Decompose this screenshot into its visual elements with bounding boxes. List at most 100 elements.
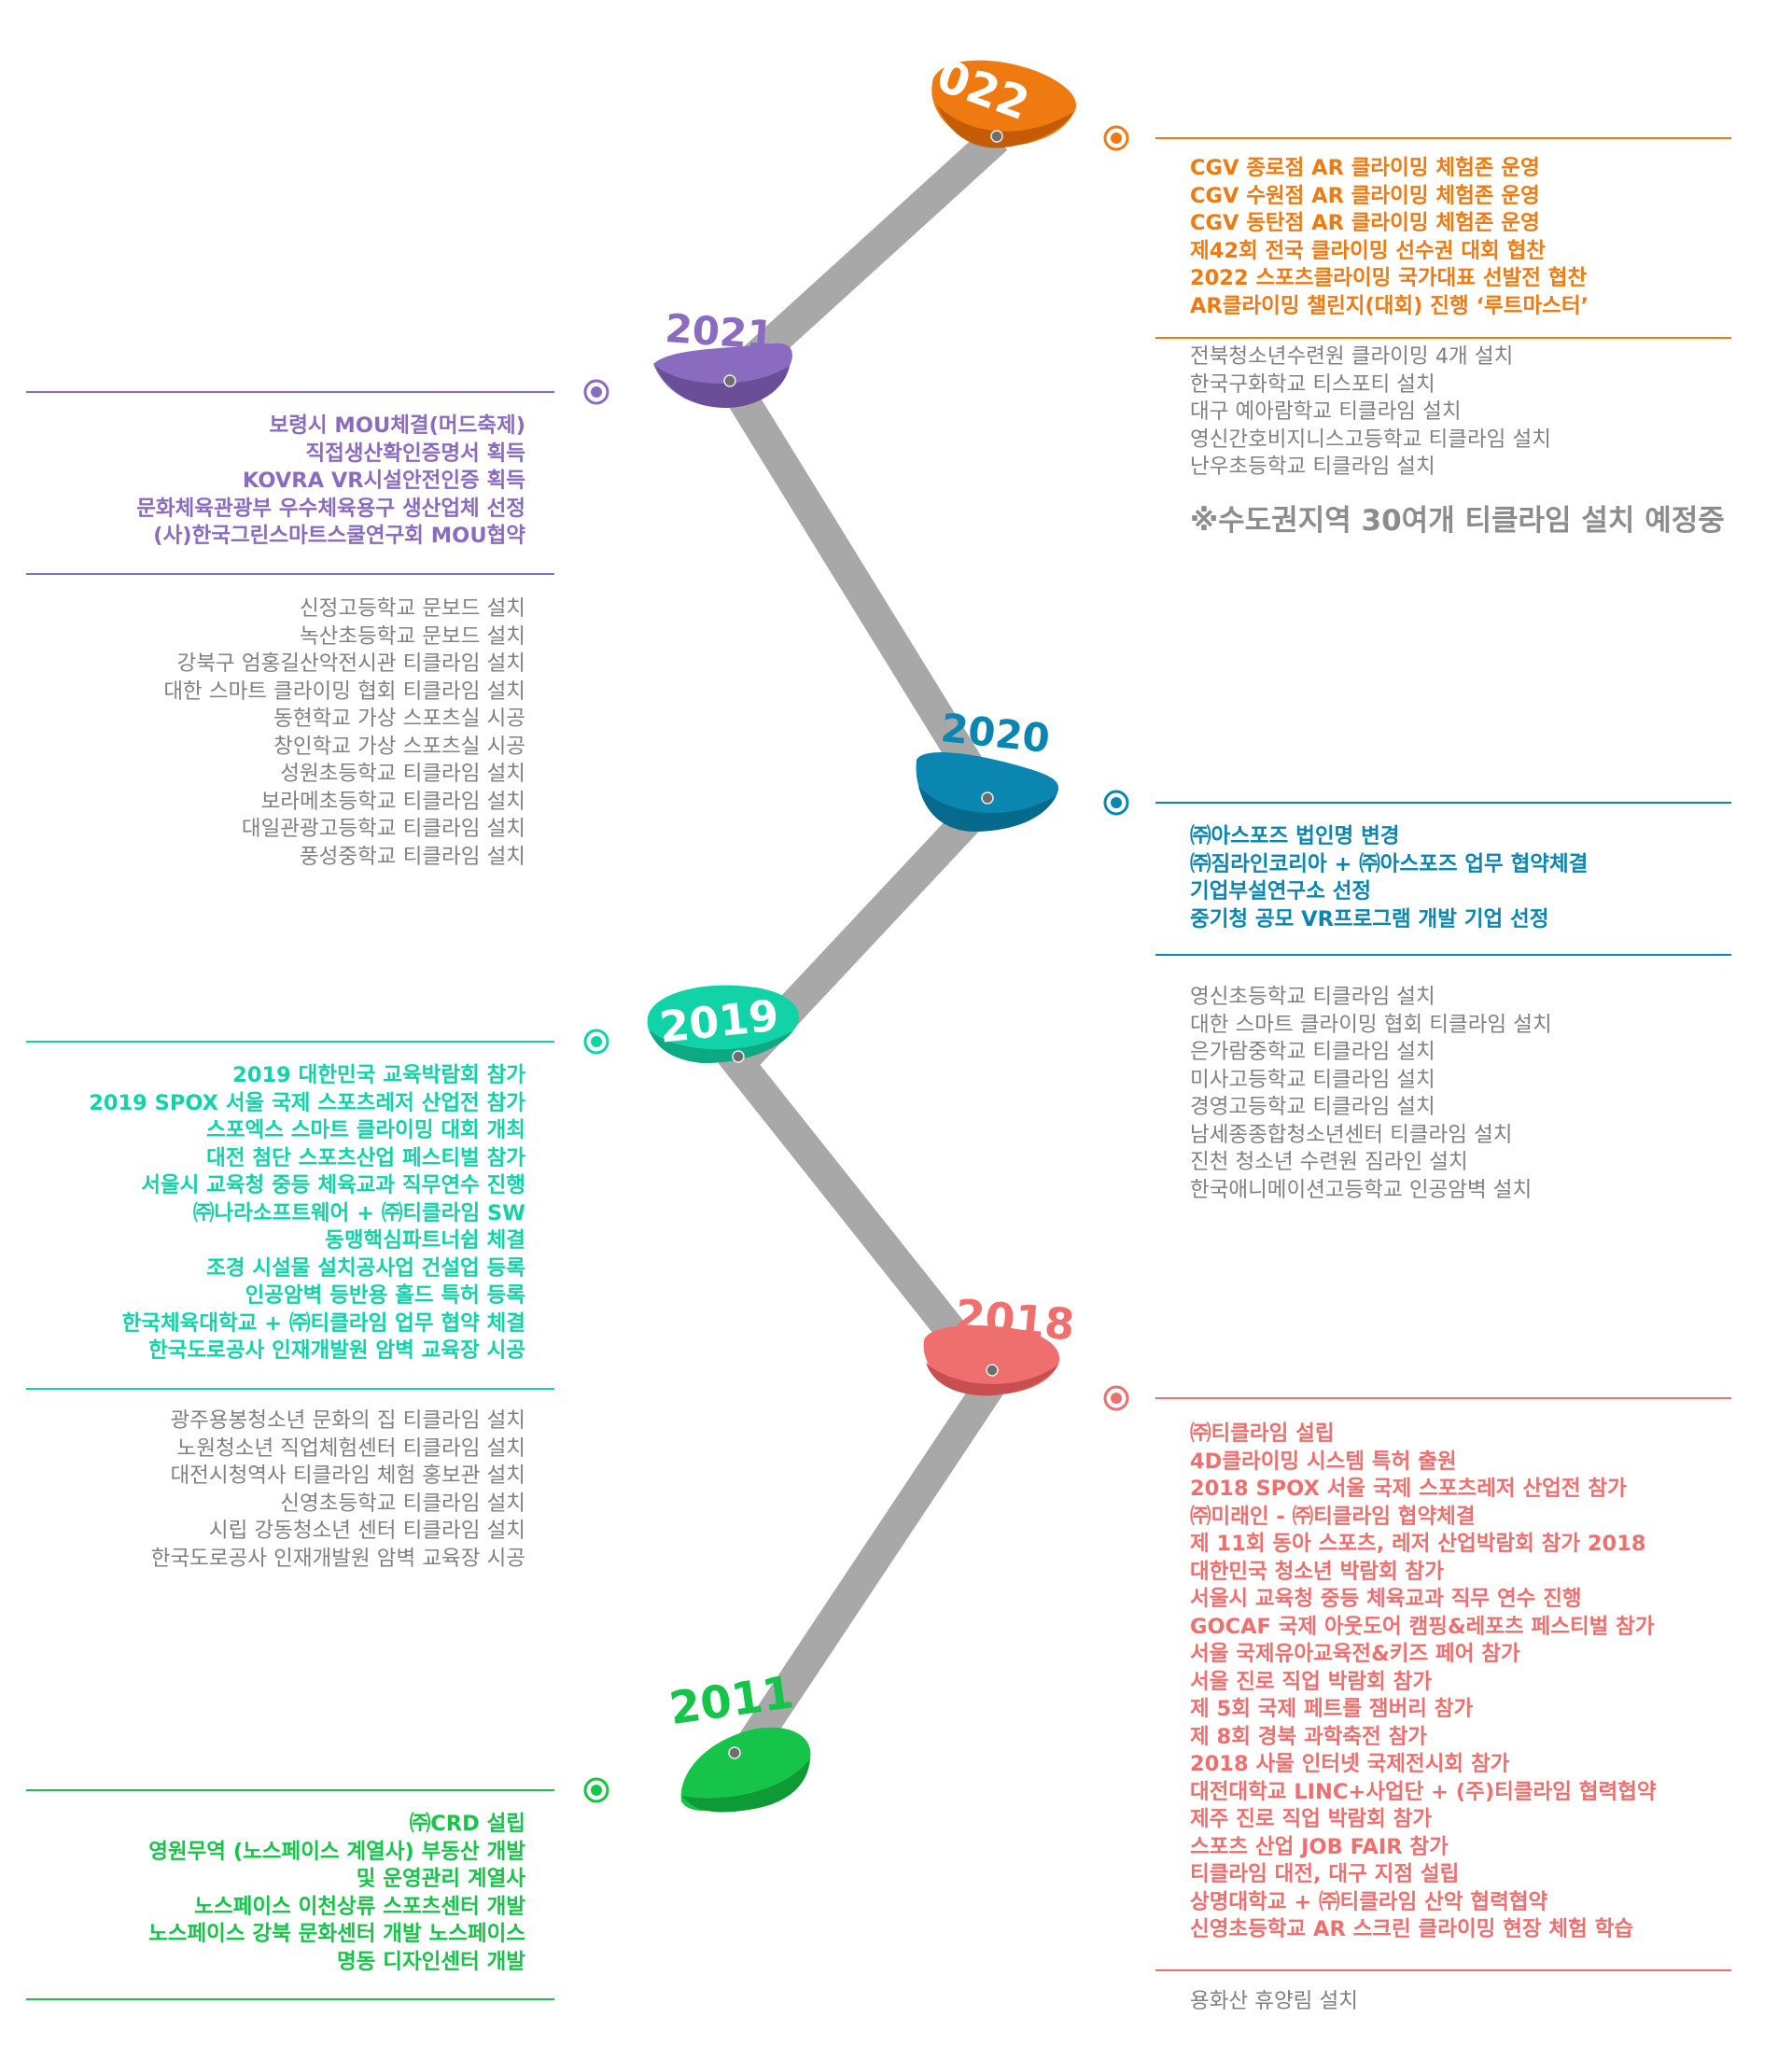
hold-2019 bbox=[647, 985, 800, 1064]
timeline-entry: 한국구화학교 티스포티 설치 bbox=[1190, 371, 1435, 397]
year-label-2018: 2018 bbox=[953, 1290, 1076, 1351]
hold-2020 bbox=[916, 752, 1059, 833]
timeline-entry: 한국도로공사 인재개발원 암벽 교육장 시공 bbox=[148, 1338, 525, 1363]
timeline-entry: 창인학교 가상 스포츠실 시공 bbox=[273, 734, 525, 759]
y2022-highlights: CGV 종로점 AR 클라이밍 체험존 운영 CGV 수원점 AR 클라이밍 체험… bbox=[1190, 155, 1589, 320]
timeline-entry: ㈜CRD 설립 bbox=[409, 1812, 525, 1836]
timeline-entry: 동현학교 가상 스포츠실 시공 bbox=[273, 707, 525, 731]
y2018-installs: 용화산 휴양림 설치 bbox=[1190, 1988, 1358, 2016]
timeline-entry: 전북청소년수련원 클라이밍 4개 설치 bbox=[1190, 344, 1514, 369]
timeline-entry: 서울 진로 직업 박람회 참가 bbox=[1190, 1669, 1433, 1694]
hold-2018 bbox=[923, 1325, 1060, 1396]
timeline-entry: 신영초등학교 AR 스크린 클라이밍 현장 체험 학습 bbox=[1190, 1917, 1634, 1941]
y2018-highlights: ㈜티클라임 설립 4D클라이밍 시스템 특허 출원 2018 SPOX 서울 국제 … bbox=[1190, 1421, 1657, 1944]
timeline-entry: 성원초등학교 티클라임 설치 bbox=[280, 762, 525, 786]
hold-2022 bbox=[931, 60, 1077, 148]
y2019-highlights: 2019 대한민국 교육박람회 참가 2019 SPOX 서울 국제 스포츠레저 … bbox=[89, 1062, 525, 1366]
hold-2011 bbox=[680, 1727, 811, 1813]
timeline-entry: 광주용봉청소년 문화의 집 티클라임 설치 bbox=[170, 1408, 525, 1433]
timeline-entry: 스포엑스 스마트 클라이밍 대회 개최 bbox=[206, 1118, 525, 1142]
connector-2019 bbox=[26, 1029, 609, 1390]
timeline-entry: 노원청소년 직업체험센터 티클라임 설치 bbox=[176, 1436, 525, 1461]
year-label-2019: 2019 bbox=[657, 990, 781, 1053]
timeline-entry: 4D클라이밍 시스템 특허 출원 bbox=[1190, 1449, 1457, 1474]
timeline-entry: 난우초등학교 티클라임 설치 bbox=[1190, 455, 1435, 479]
timeline-entry: 상명대학교 + ㈜티클라임 산악 협력협약 bbox=[1190, 1889, 1548, 1914]
timeline-entry: 풍성중학교 티클라임 설치 bbox=[299, 844, 525, 869]
timeline-entry: 조경 시설물 설치공사업 건설업 등록 bbox=[206, 1255, 525, 1281]
timeline-entry: 대전시청역사 티클라임 체험 홍보관 설치 bbox=[170, 1464, 525, 1488]
timeline-entry: 미사고등학교 티클라임 설치 bbox=[1190, 1067, 1435, 1092]
timeline-entry: 제 11회 동아 스포츠, 레저 산업박람회 참가 2018 bbox=[1190, 1532, 1646, 1556]
connector-2021 bbox=[26, 379, 609, 575]
timeline-entry: ㈜티클라임 설립 bbox=[1190, 1422, 1335, 1446]
timeline-track bbox=[710, 126, 1013, 1779]
timeline-entry: 한국애니메이션고등학교 인공암벽 설치 bbox=[1190, 1177, 1533, 1202]
timeline-entry: 보라메초등학교 티클라임 설치 bbox=[260, 789, 525, 814]
timeline-entry: 직접생산확인증명서 획득 bbox=[305, 441, 525, 466]
timeline-entry: 제 5회 국제 페트롤 잼버리 참가 bbox=[1190, 1697, 1474, 1721]
timeline-entry: 용화산 휴양림 설치 bbox=[1190, 1989, 1358, 2013]
timeline-entry: 기업부설연구소 선정 bbox=[1190, 879, 1372, 903]
timeline-entry: 은가람중학교 티클라임 설치 bbox=[1190, 1040, 1435, 1064]
timeline-entry: 2018 SPOX 서울 국제 스포츠레저 산업전 참가 bbox=[1190, 1477, 1627, 1501]
timeline-entry: ㈜나라소프트웨어 + ㈜티클라임 SW bbox=[192, 1200, 525, 1226]
timeline-entry: 제주 진로 직업 박람회 참가 bbox=[1190, 1807, 1433, 1831]
timeline-entry: 2018 사물 인터넷 국제전시회 참가 bbox=[1190, 1752, 1510, 1776]
timeline-entry: 서울 국제유아교육전&키즈 페어 참가 bbox=[1190, 1642, 1520, 1666]
timeline-entry: 노스페이스 이천상류 스포츠센터 개발 bbox=[194, 1894, 525, 1919]
connector-2022 bbox=[1103, 125, 1731, 339]
timeline-entry: ㈜짐라인코리아 + ㈜아스포즈 업무 협약체결 bbox=[1190, 851, 1589, 876]
timeline-entry: 명동 디자인센터 개발 bbox=[337, 1949, 525, 1974]
timeline-entry: AR클라이밍 챌린지(대회) 진행 ‘루트마스터’ bbox=[1190, 293, 1589, 318]
timeline-entry: 영신간호비지니스고등학교 티클라임 설치 bbox=[1190, 427, 1551, 452]
timeline-entry: (사)한국그린스마트스쿨연구회 MOU협약 bbox=[153, 524, 525, 548]
year-label-2020: 2020 bbox=[939, 705, 1052, 762]
connector-2020 bbox=[1103, 790, 1731, 956]
timeline-entry: 시립 강동청소년 센터 티클라임 설치 bbox=[208, 1519, 525, 1543]
timeline-entry: 경영고등학교 티클라임 설치 bbox=[1190, 1095, 1435, 1119]
y2022-plan-note: ※수도권지역 30여개 티클라임 설치 예정중 bbox=[1190, 504, 1725, 538]
timeline-entry: 인공암벽 등반용 홀드 특허 등록 bbox=[245, 1283, 525, 1308]
timeline-entry: 대전대학교 LINC+사업단 + (주)티클라임 협력협약 bbox=[1190, 1779, 1657, 1804]
timeline-entry: 대한 스마트 클라이밍 협회 티클라임 설치 bbox=[163, 679, 525, 704]
timeline-entry: 신정고등학교 문보드 설치 bbox=[299, 596, 525, 621]
timeline-entry: 보령시 MOU체결(머드축제) bbox=[269, 413, 526, 438]
y2021-highlights: 보령시 MOU체결(머드축제) 직접생산확인증명서 획득 KOVRA VR시설안전인… bbox=[136, 413, 525, 551]
timeline-entry: 남세종종합청소년센터 티클라임 설치 bbox=[1190, 1122, 1513, 1147]
timeline-entry: 대구 예아람학교 티클라임 설치 bbox=[1190, 399, 1462, 424]
timeline-entry: 서울시 교육청 중등 체육교과 직무연수 진행 bbox=[141, 1173, 525, 1198]
connector-2011 bbox=[26, 1777, 609, 2000]
timeline-entry: 2019 SPOX 서울 국제 스포츠레저 산업전 참가 bbox=[89, 1090, 525, 1115]
timeline-entry: 티클라임 대전, 대구 지점 설립 bbox=[1190, 1862, 1460, 1886]
timeline-entry: KOVRA VR시설안전인증 획득 bbox=[242, 469, 525, 493]
timeline-entry: 대전 첨단 스포츠산업 페스티벌 참가 bbox=[206, 1145, 525, 1170]
timeline-entry: CGV 수원점 AR 클라이밍 체험존 운영 bbox=[1190, 183, 1540, 208]
timeline-entry: GOCAF 국제 아웃도어 캠핑&레포츠 페스티벌 참가 bbox=[1190, 1614, 1655, 1639]
timeline-entry: 진천 청소년 수련원 짐라인 설치 bbox=[1190, 1150, 1468, 1174]
timeline-entry: 대일관광고등학교 티클라임 설치 bbox=[241, 817, 525, 841]
timeline-entry: 녹산초등학교 문보드 설치 bbox=[299, 623, 525, 649]
timeline-entry: 스포츠 산업 JOB FAIR 참가 bbox=[1190, 1834, 1449, 1859]
timeline-entry: 서울시 교육청 중등 체육교과 직무 연수 진행 bbox=[1190, 1587, 1582, 1611]
timeline-entry: 및 운영관리 계열사 bbox=[356, 1867, 525, 1891]
timeline-entry: 강북구 엄홍길산악전시관 티클라임 설치 bbox=[176, 651, 525, 676]
timeline-entry: 노스페이스 강북 문화센터 개발 노스페이스 bbox=[148, 1922, 525, 1946]
timeline-entry: CGV 동탄점 AR 클라이밍 체험존 운영 bbox=[1190, 211, 1540, 235]
timeline-entry: 제42회 전국 클라이밍 선수권 대회 협찬 bbox=[1190, 238, 1546, 263]
timeline-entry: ㈜미래인 - ㈜티클라임 협약체결 bbox=[1190, 1504, 1476, 1529]
timeline-entry: 중기청 공모 VR프로그램 개발 기업 선정 bbox=[1190, 906, 1549, 931]
timeline-entry: 2019 대한민국 교육박람회 참가 bbox=[232, 1063, 525, 1087]
timeline-entry: 동맹핵심파트너쉽 체결 bbox=[325, 1228, 525, 1253]
timeline-entry: 2022 스포츠클라이밍 국가대표 선발전 협찬 bbox=[1190, 266, 1588, 290]
timeline-entry: CGV 종로점 AR 클라이밍 체험존 운영 bbox=[1190, 156, 1540, 180]
connector-2018 bbox=[1103, 1385, 1731, 1971]
timeline-entry: 대한 스마트 클라이밍 협회 티클라임 설치 bbox=[1190, 1012, 1552, 1037]
